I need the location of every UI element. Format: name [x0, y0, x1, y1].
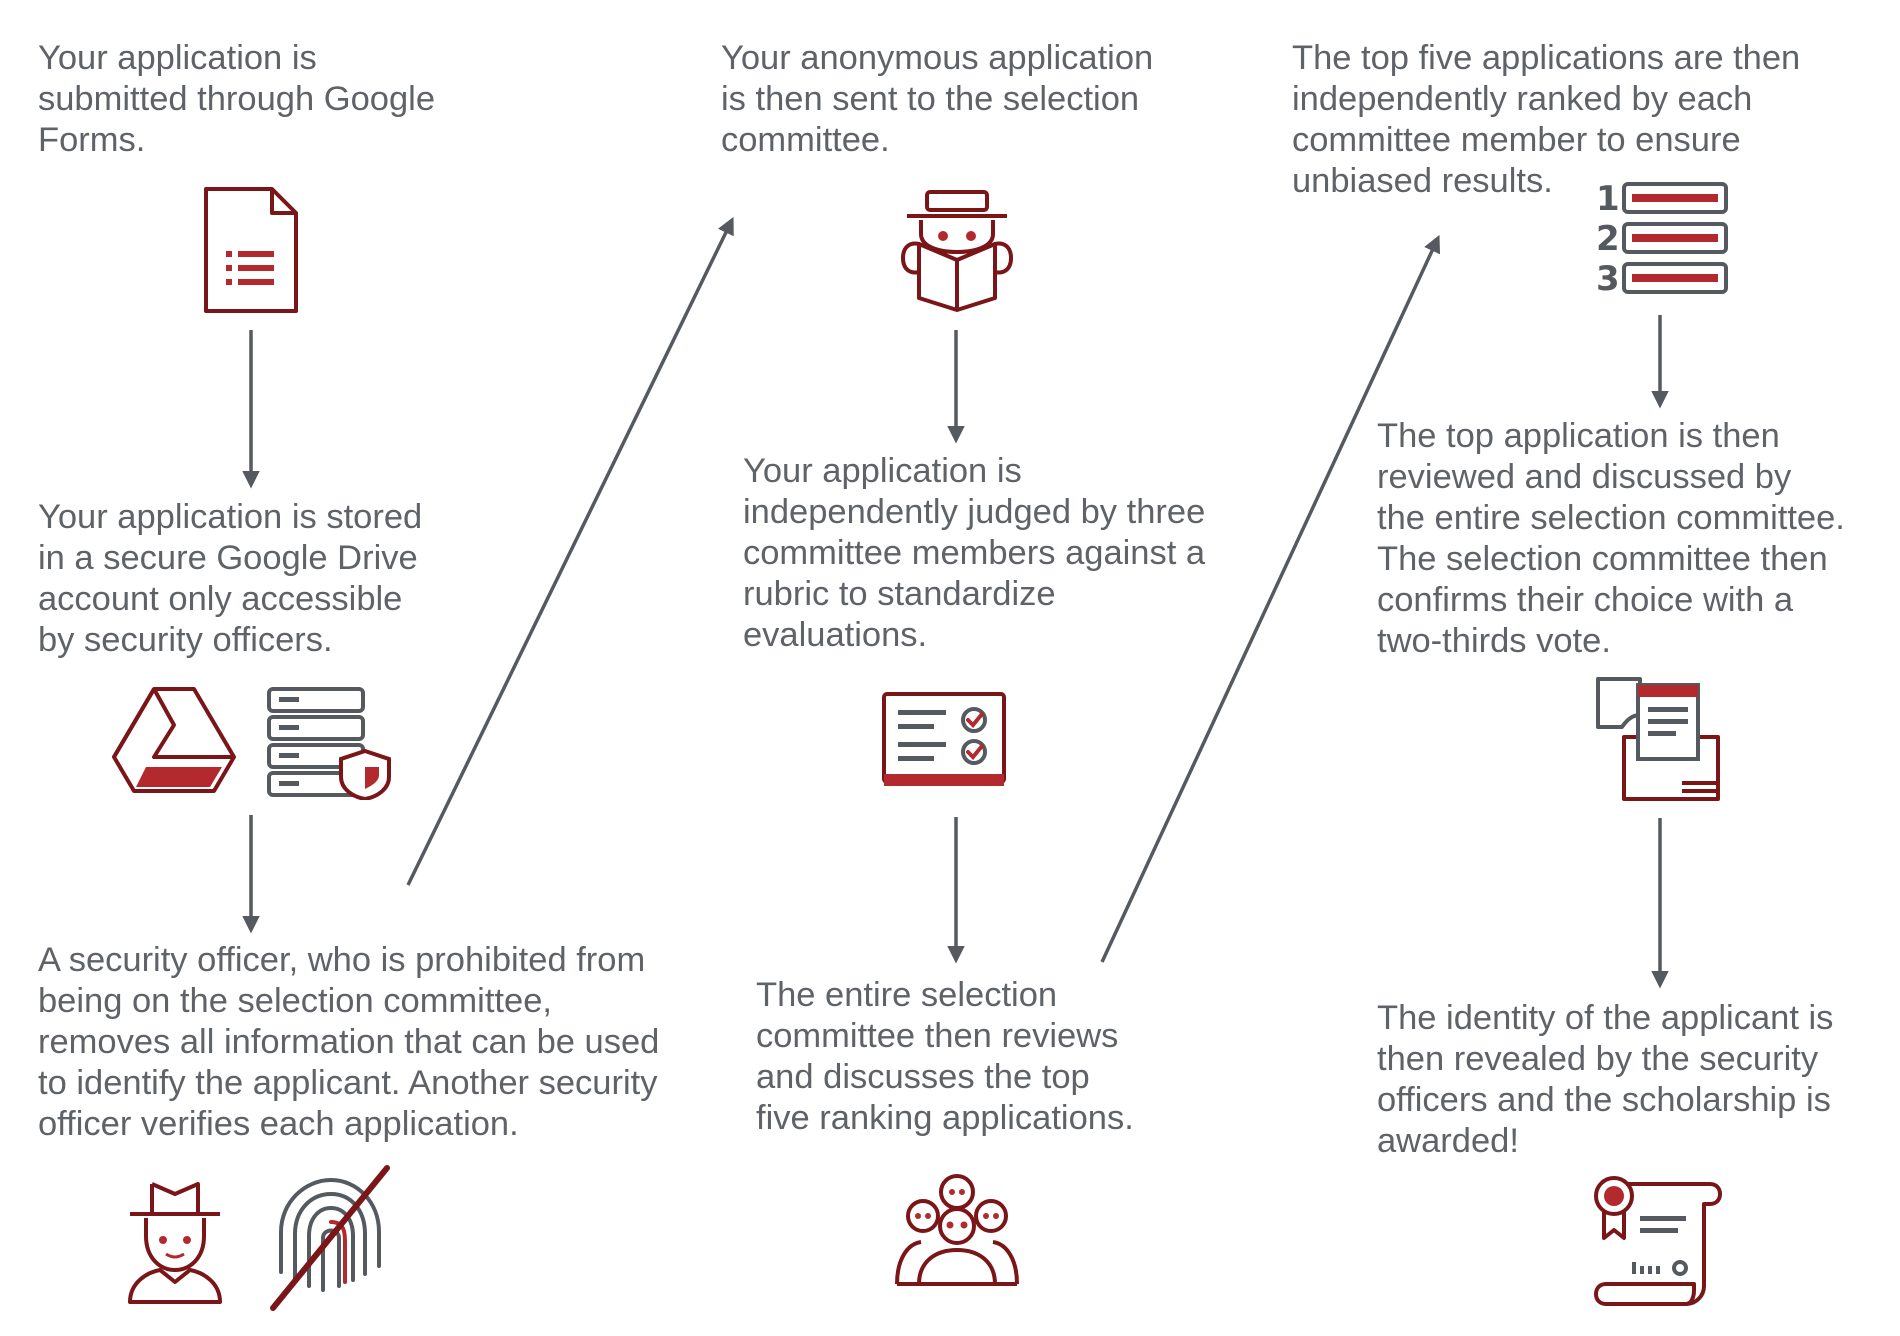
step-revealed-text: The identity of the applicant is then re…: [1377, 999, 1834, 1160]
step-judged-text: Your application is independently judged…: [743, 452, 1206, 654]
step-submitted-text: Your application is submitted through Go…: [38, 39, 436, 159]
ranked-list-icon: 1 2 3: [1596, 179, 1728, 296]
step-ranked-text: The top five applications are then indep…: [1292, 39, 1801, 200]
security-officer-icon: [128, 1182, 222, 1304]
arrow-review-to-ranking: [1100, 234, 1441, 963]
ballot-vote-icon: [1596, 677, 1720, 801]
google-forms-icon: [204, 187, 298, 313]
crossed-fingerprint-icon: [270, 1165, 390, 1311]
rank-number-2: 2: [1596, 219, 1620, 259]
committee-group-icon: [895, 1174, 1019, 1286]
step-review-text: The entire selection committee then revi…: [756, 976, 1134, 1137]
google-drive-icon: [112, 687, 236, 793]
step-officer-text: A security officer, who is prohibited fr…: [38, 941, 660, 1143]
rank-number-1: 1: [1596, 179, 1620, 219]
rubric-checklist-icon: [882, 692, 1006, 786]
arrow-officer-to-anonymous: [406, 216, 734, 886]
step-top-application-text: The top application is then reviewed and…: [1377, 417, 1845, 660]
anonymous-reader-icon: [901, 190, 1013, 312]
scholarship-certificate-icon: [1594, 1176, 1722, 1306]
step-anonymous-text: Your anonymous application is then sent …: [721, 39, 1154, 159]
rank-number-3: 3: [1596, 259, 1620, 296]
step-stored-text: Your application is stored in a secure G…: [38, 498, 423, 659]
secure-server-icon: [267, 687, 391, 800]
